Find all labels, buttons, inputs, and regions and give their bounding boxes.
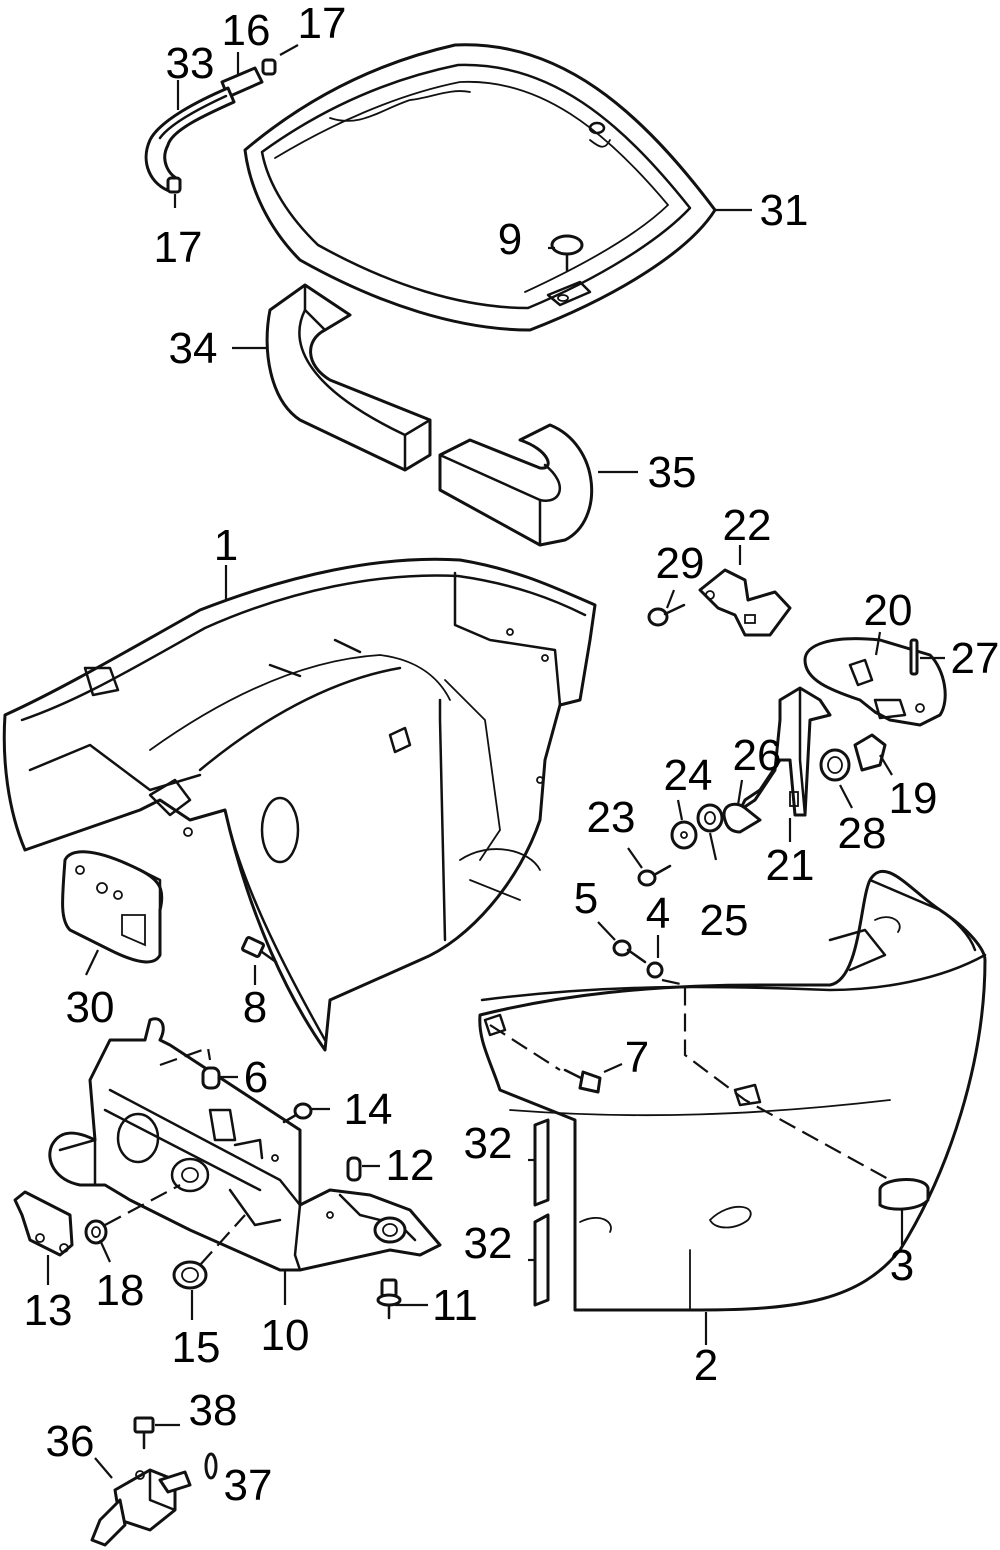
leader-lines (46, 44, 945, 1479)
assembly-line (661, 978, 891, 1181)
washer (646, 961, 664, 979)
screw (282, 1102, 313, 1124)
top-cowl-seal-frame (243, 43, 717, 332)
callout-17-top: 17 (298, 0, 347, 48)
callout-4: 4 (646, 889, 670, 938)
latch-bracket (738, 686, 832, 817)
screw (647, 603, 686, 627)
o-ring (204, 1452, 218, 1480)
callout-16: 16 (222, 6, 271, 55)
foam-silencer-right (438, 423, 594, 547)
grommet (172, 1260, 208, 1290)
callout-27: 27 (951, 634, 1000, 683)
assembly-line (489, 1024, 561, 1071)
assembly-line (199, 1214, 246, 1266)
callout-35: 35 (648, 448, 697, 497)
callout-1: 1 (214, 521, 238, 570)
bolt (133, 1416, 155, 1450)
callout-18: 18 (96, 1266, 145, 1315)
lower-cowl-front (2, 557, 597, 1052)
latch-clip (13, 1190, 74, 1257)
cover-plate (61, 850, 164, 964)
callout-14: 14 (344, 1085, 393, 1134)
bolt (376, 1278, 402, 1320)
grommet (84, 1219, 108, 1245)
seal-strip-upper (533, 1118, 550, 1207)
callout-32-upper: 32 (464, 1119, 513, 1168)
bolt (241, 936, 278, 964)
callout-21: 21 (766, 841, 815, 890)
seal-strip-lower (533, 1213, 550, 1307)
callout-36: 36 (46, 1417, 95, 1466)
callout-11: 11 (432, 1281, 478, 1330)
callout-24: 24 (664, 751, 713, 800)
callout-2: 2 (694, 1341, 718, 1390)
fitting (853, 733, 887, 772)
callout-26: 26 (733, 731, 782, 780)
callout-7: 7 (625, 1033, 649, 1082)
pin (346, 1156, 362, 1182)
callout-25: 25 (700, 896, 749, 945)
callout-6: 6 (244, 1053, 268, 1102)
screw (637, 864, 672, 887)
washer (696, 803, 724, 833)
latch-loop (722, 802, 762, 834)
washer (670, 820, 698, 850)
callout-20: 20 (864, 586, 913, 635)
latch-hook (698, 568, 792, 637)
callout-22: 22 (723, 501, 772, 550)
callout-5: 5 (574, 874, 598, 923)
hose-assembly (144, 58, 277, 194)
callout-9: 9 (498, 215, 522, 264)
callout-13: 13 (24, 1286, 73, 1335)
callout-33: 33 (166, 39, 215, 88)
callout-28: 28 (838, 809, 887, 858)
plug-cap (550, 234, 584, 272)
screw (563, 1068, 602, 1094)
callout-32-lower: 32 (464, 1219, 513, 1268)
pin (909, 638, 919, 676)
callout-10: 10 (261, 1311, 310, 1360)
callout-37: 37 (224, 1461, 273, 1510)
callout-30: 30 (66, 983, 115, 1032)
callout-29: 29 (656, 539, 705, 588)
callout-19: 19 (889, 774, 938, 823)
mount-bracket (48, 1017, 442, 1272)
callout-8: 8 (243, 983, 267, 1032)
lower-cowl-rear (478, 869, 987, 1312)
callout-38: 38 (189, 1386, 238, 1435)
foam-silencer-left (265, 283, 432, 472)
callout-34: 34 (169, 324, 218, 373)
fitting-assembly (90, 1468, 192, 1547)
screw (612, 939, 647, 964)
callout-3: 3 (890, 1241, 914, 1290)
callout-12: 12 (386, 1141, 435, 1190)
grommet-cap (878, 1178, 930, 1211)
assembly-line (159, 1046, 212, 1067)
callout-17-left: 17 (154, 223, 203, 272)
callout-31: 31 (760, 186, 809, 235)
fitting (819, 748, 851, 782)
spacer (201, 1066, 221, 1090)
callout-23: 23 (587, 793, 636, 842)
callout-15: 15 (172, 1323, 221, 1372)
assembly-line (104, 1184, 181, 1226)
